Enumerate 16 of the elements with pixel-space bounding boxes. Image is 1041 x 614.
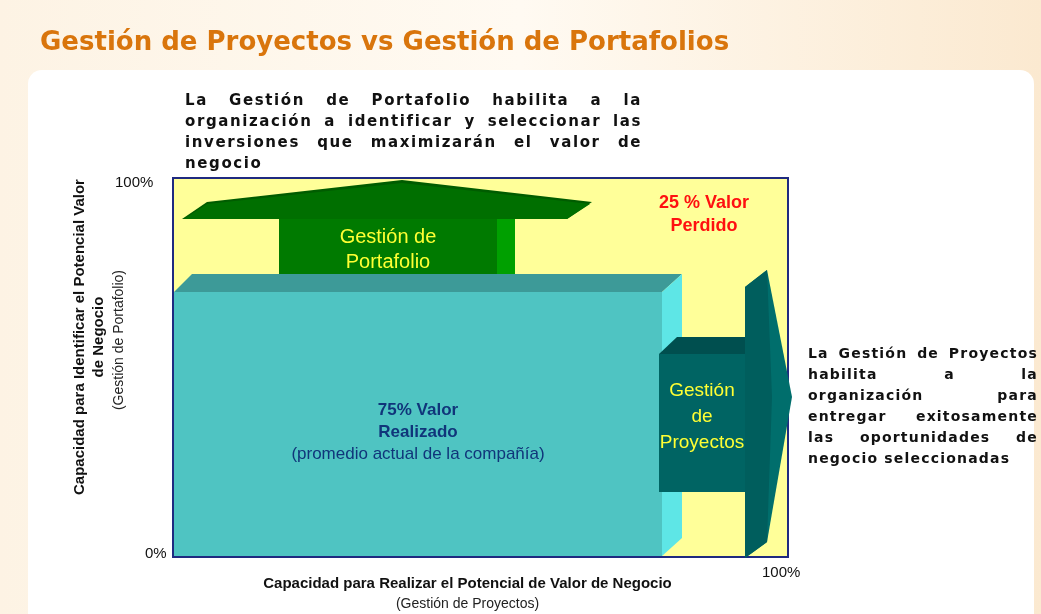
title: Gestión de Proyectos vs Gestión de Portafolios bbox=[40, 26, 730, 56]
axis-title: Capacidad para Realizar el Potencial de Valor de Negocio bbox=[262, 574, 673, 591]
axis-tick-label: 100% bbox=[115, 173, 154, 190]
description-text: La Gestión de Proyectos habilita a la organización para entregar exitosamente las oportunidades de negocio seleccionadas bbox=[808, 344, 1038, 468]
axis-tick-label: 0% bbox=[145, 544, 167, 561]
plot-area bbox=[172, 177, 789, 558]
axis-subtitle: (Gestión de Portafolio) bbox=[110, 268, 126, 413]
value-note: (promedio actual de la compañía) bbox=[290, 444, 546, 464]
axis-subtitle: (Gestión de Proyectos) bbox=[394, 595, 541, 611]
arrow-label: Gestión de Proyectos bbox=[659, 378, 745, 454]
axis-tick-label: 100% bbox=[762, 563, 801, 580]
description-text: La Gestión de Portafolio habilita a la organización a identificar y seleccionar las inversiones que maximizarán el valor de negocio bbox=[185, 90, 642, 174]
value-lost-label: 25 % Valor Perdido bbox=[657, 191, 751, 237]
arrow-label: Gestión de Portafolio bbox=[338, 224, 438, 274]
axis-title: Capacidad para Identificar el Potencial Valor de Negocio bbox=[69, 179, 107, 495]
value-label: 75% Valor Realizado bbox=[376, 399, 460, 443]
